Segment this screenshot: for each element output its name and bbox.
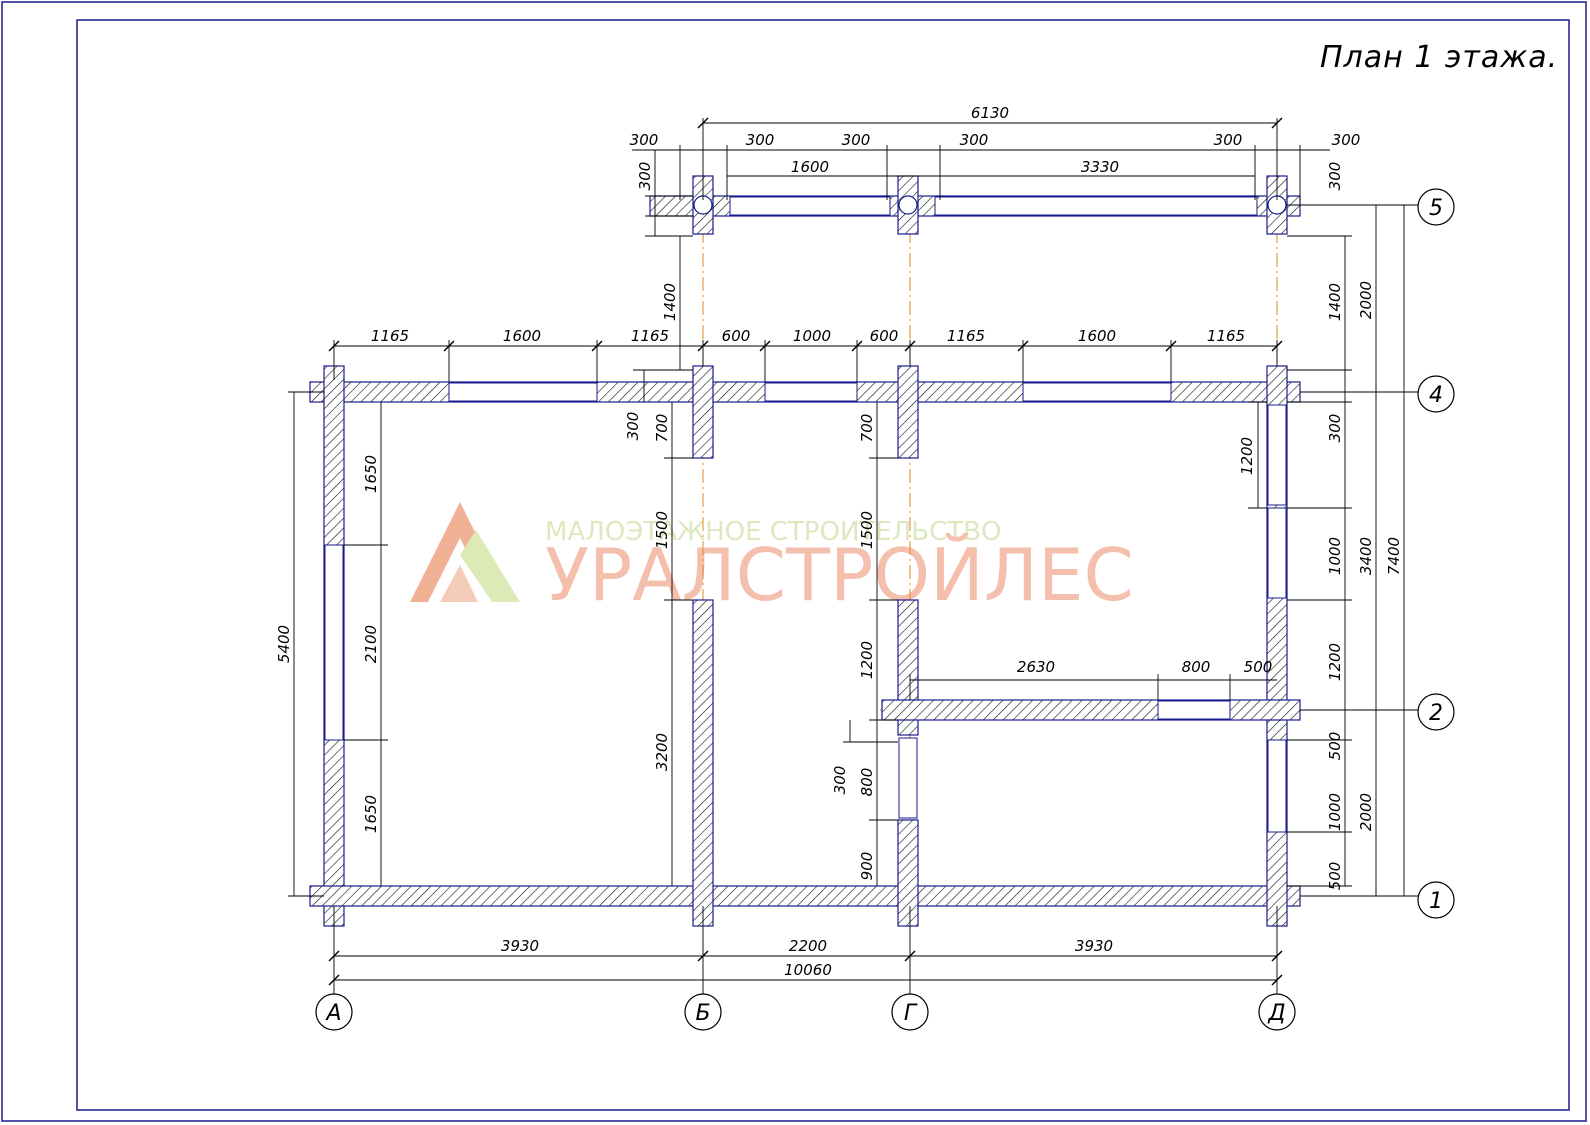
dim-mid-7: 1165 [947,327,985,345]
dim-right-500-bottom: 500 [1326,862,1344,891]
dim-left-1650-bottom: 1650 [362,795,380,833]
axis-bubble-2 [1417,693,1455,731]
watermark-logo-green [460,530,520,602]
dim-inner-500: 500 [1244,658,1273,676]
dim-g-700: 700 [858,414,876,443]
axis-labels: 5 4 2 1 А Б Г Д [324,196,1443,1026]
round-columns [693,195,1287,215]
watermark: МАЛОЭТАЖНОЕ СТРОИТЕЛЬСТВО УРАЛСТРОЙЛЕС [410,502,1134,617]
axis-label-col-d: Д [1267,1001,1285,1026]
axis-bubble-1 [1417,881,1455,919]
dim-mid-2: 1600 [503,327,541,345]
axis-label-row-2: 2 [1429,701,1443,726]
dim-left-1650-top: 1650 [362,455,380,493]
axis-label-row-5: 5 [1429,196,1443,221]
axis-label-col-a: А [324,1001,341,1026]
wall-openings [324,196,1287,833]
dim-top-total: 6130 [971,104,1009,122]
axis-bubble-a [315,993,353,1031]
dim-mid-9: 1165 [1207,327,1245,345]
dimension-texts: 6130 300 300 300 300 300 300 1600 3330 1… [371,104,1360,979]
axis-bubble-g [891,993,929,1031]
dim-right-500-top: 500 [1326,732,1344,761]
axis-bubble-d [1258,993,1296,1031]
dim-b-700: 700 [653,414,671,443]
dim-bottom-3930-left: 3930 [501,937,539,955]
axis-bubble-5 [1417,188,1455,226]
dim-inner-2630: 2630 [1017,658,1055,676]
dim-right2-3400: 3400 [1357,537,1375,575]
dim-inner-800: 800 [1182,658,1211,676]
dim-top-left-vert: 300 [636,162,654,191]
dim-mid-5: 1000 [793,327,831,345]
axis-label-row-1: 1 [1429,889,1443,914]
dim-right-1000-bottom: 1000 [1326,793,1344,831]
dim-b-3200: 3200 [653,733,671,771]
dim-mid-6: 600 [870,327,899,345]
dim-left-total: 5400 [275,625,293,663]
dim-mid-4: 600 [722,327,751,345]
dim-g-1200: 1200 [858,641,876,679]
dim-g-800: 800 [858,768,876,797]
dim-g-1500: 1500 [858,511,876,549]
dim-mid-1: 1165 [371,327,409,345]
axis-label-col-b: Б [695,1001,710,1026]
dim-left-1400: 1400 [661,283,679,321]
dim-g-300: 300 [831,766,849,795]
dim-right2-2000-top: 2000 [1357,281,1375,319]
dim-mid-3: 1165 [631,327,669,345]
dim-bottom-total: 10060 [784,961,832,979]
dimension-ticks [328,117,1283,986]
dim-top-300-5: 300 [1214,131,1243,149]
dim-right2-2000-bottom: 2000 [1357,793,1375,831]
watermark-subtitle: МАЛОЭТАЖНОЕ СТРОИТЕЛЬСТВО [545,517,1001,547]
dim-top-300-4: 300 [960,131,989,149]
dim-top-300-1: 300 [630,131,659,149]
dim-right-inner-1200: 1200 [1238,437,1256,475]
dimension-lines [288,118,1418,1004]
page-title: План 1 этажа. [1320,40,1559,75]
dim-top-1600: 1600 [791,158,829,176]
dim-top-300-3: 300 [842,131,871,149]
dim-bottom-3930-right: 3930 [1075,937,1113,955]
dim-g-900: 900 [858,852,876,881]
dim-right-1200: 1200 [1326,643,1344,681]
dim-b-300: 300 [624,412,642,441]
dimension-texts-vertical: 300 300 1400 5400 1650 2100 1650 300 700… [275,162,1403,891]
dim-top-300-6: 300 [1332,131,1361,149]
watermark-logo-inner [440,565,478,602]
axis-label-row-4: 4 [1429,383,1443,408]
dim-bottom-2200: 2200 [789,937,827,955]
axis-bubble-b [684,993,722,1031]
dim-right-1000-top: 1000 [1326,537,1344,575]
axis-bubbles [315,188,1455,1031]
axis-bubble-4 [1417,375,1455,413]
dim-b-1500: 1500 [653,511,671,549]
dim-left-2100: 2100 [362,625,380,663]
inner-frame [76,19,1570,1111]
axis-label-col-g: Г [904,1001,918,1026]
dim-right-1400: 1400 [1326,283,1344,321]
dim-mid-8: 1600 [1078,327,1116,345]
dim-top-right-vert: 300 [1326,162,1344,191]
watermark-brand: УРАЛСТРОЙЛЕС [545,533,1134,617]
dim-top-3330: 3330 [1081,158,1119,176]
dim-right-total: 7400 [1385,537,1403,575]
dim-top-300-2: 300 [746,131,775,149]
dim-right-300: 300 [1326,414,1344,443]
